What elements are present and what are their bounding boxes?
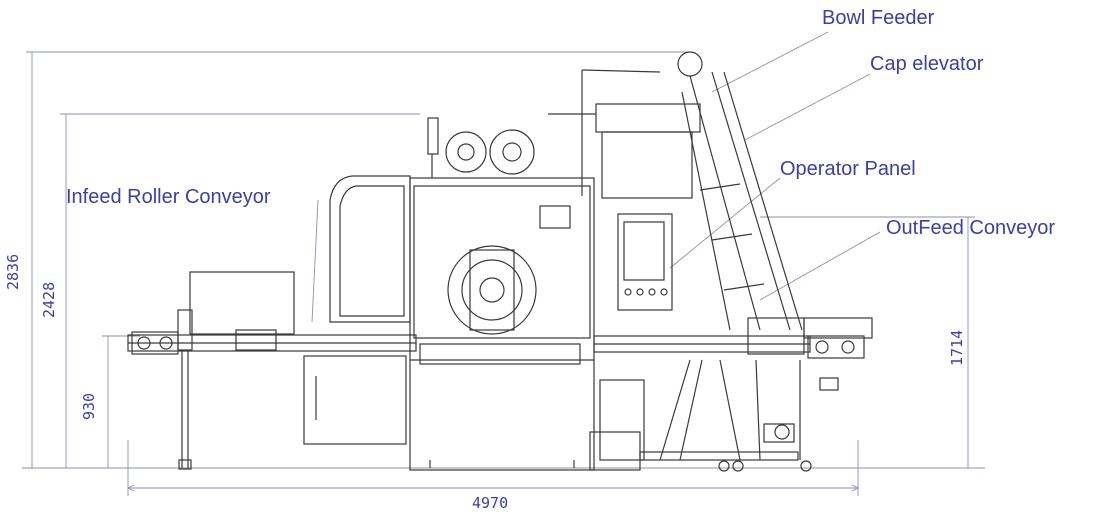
cap-elevator-structure xyxy=(548,51,812,472)
overall-length-dimension: 4970 xyxy=(472,494,509,512)
outfeed-height-dimension: 1714 xyxy=(948,329,966,366)
infeed-conveyor xyxy=(127,271,417,470)
overall-height-dimension: 2836 xyxy=(4,253,22,290)
operator-panel-structure xyxy=(617,213,673,311)
outfeed-conveyor xyxy=(593,317,873,443)
cap-elevator-label: Cap elevator xyxy=(870,53,984,75)
main-frame xyxy=(409,117,595,471)
operator-panel-label: Operator Panel xyxy=(780,158,916,180)
frame-height-dimension: 2428 xyxy=(40,281,58,318)
conveyor-height-dimension: 930 xyxy=(80,392,98,420)
infeed-housing xyxy=(303,175,411,445)
leader-lines xyxy=(311,31,881,323)
outfeed-conveyor-label: OutFeed Conveyor xyxy=(886,217,1055,239)
infeed-conveyor-label: Infeed Roller Conveyor xyxy=(66,186,271,208)
bowl-feeder-label: Bowl Feeder xyxy=(822,7,935,29)
dimension-lines xyxy=(22,51,985,496)
